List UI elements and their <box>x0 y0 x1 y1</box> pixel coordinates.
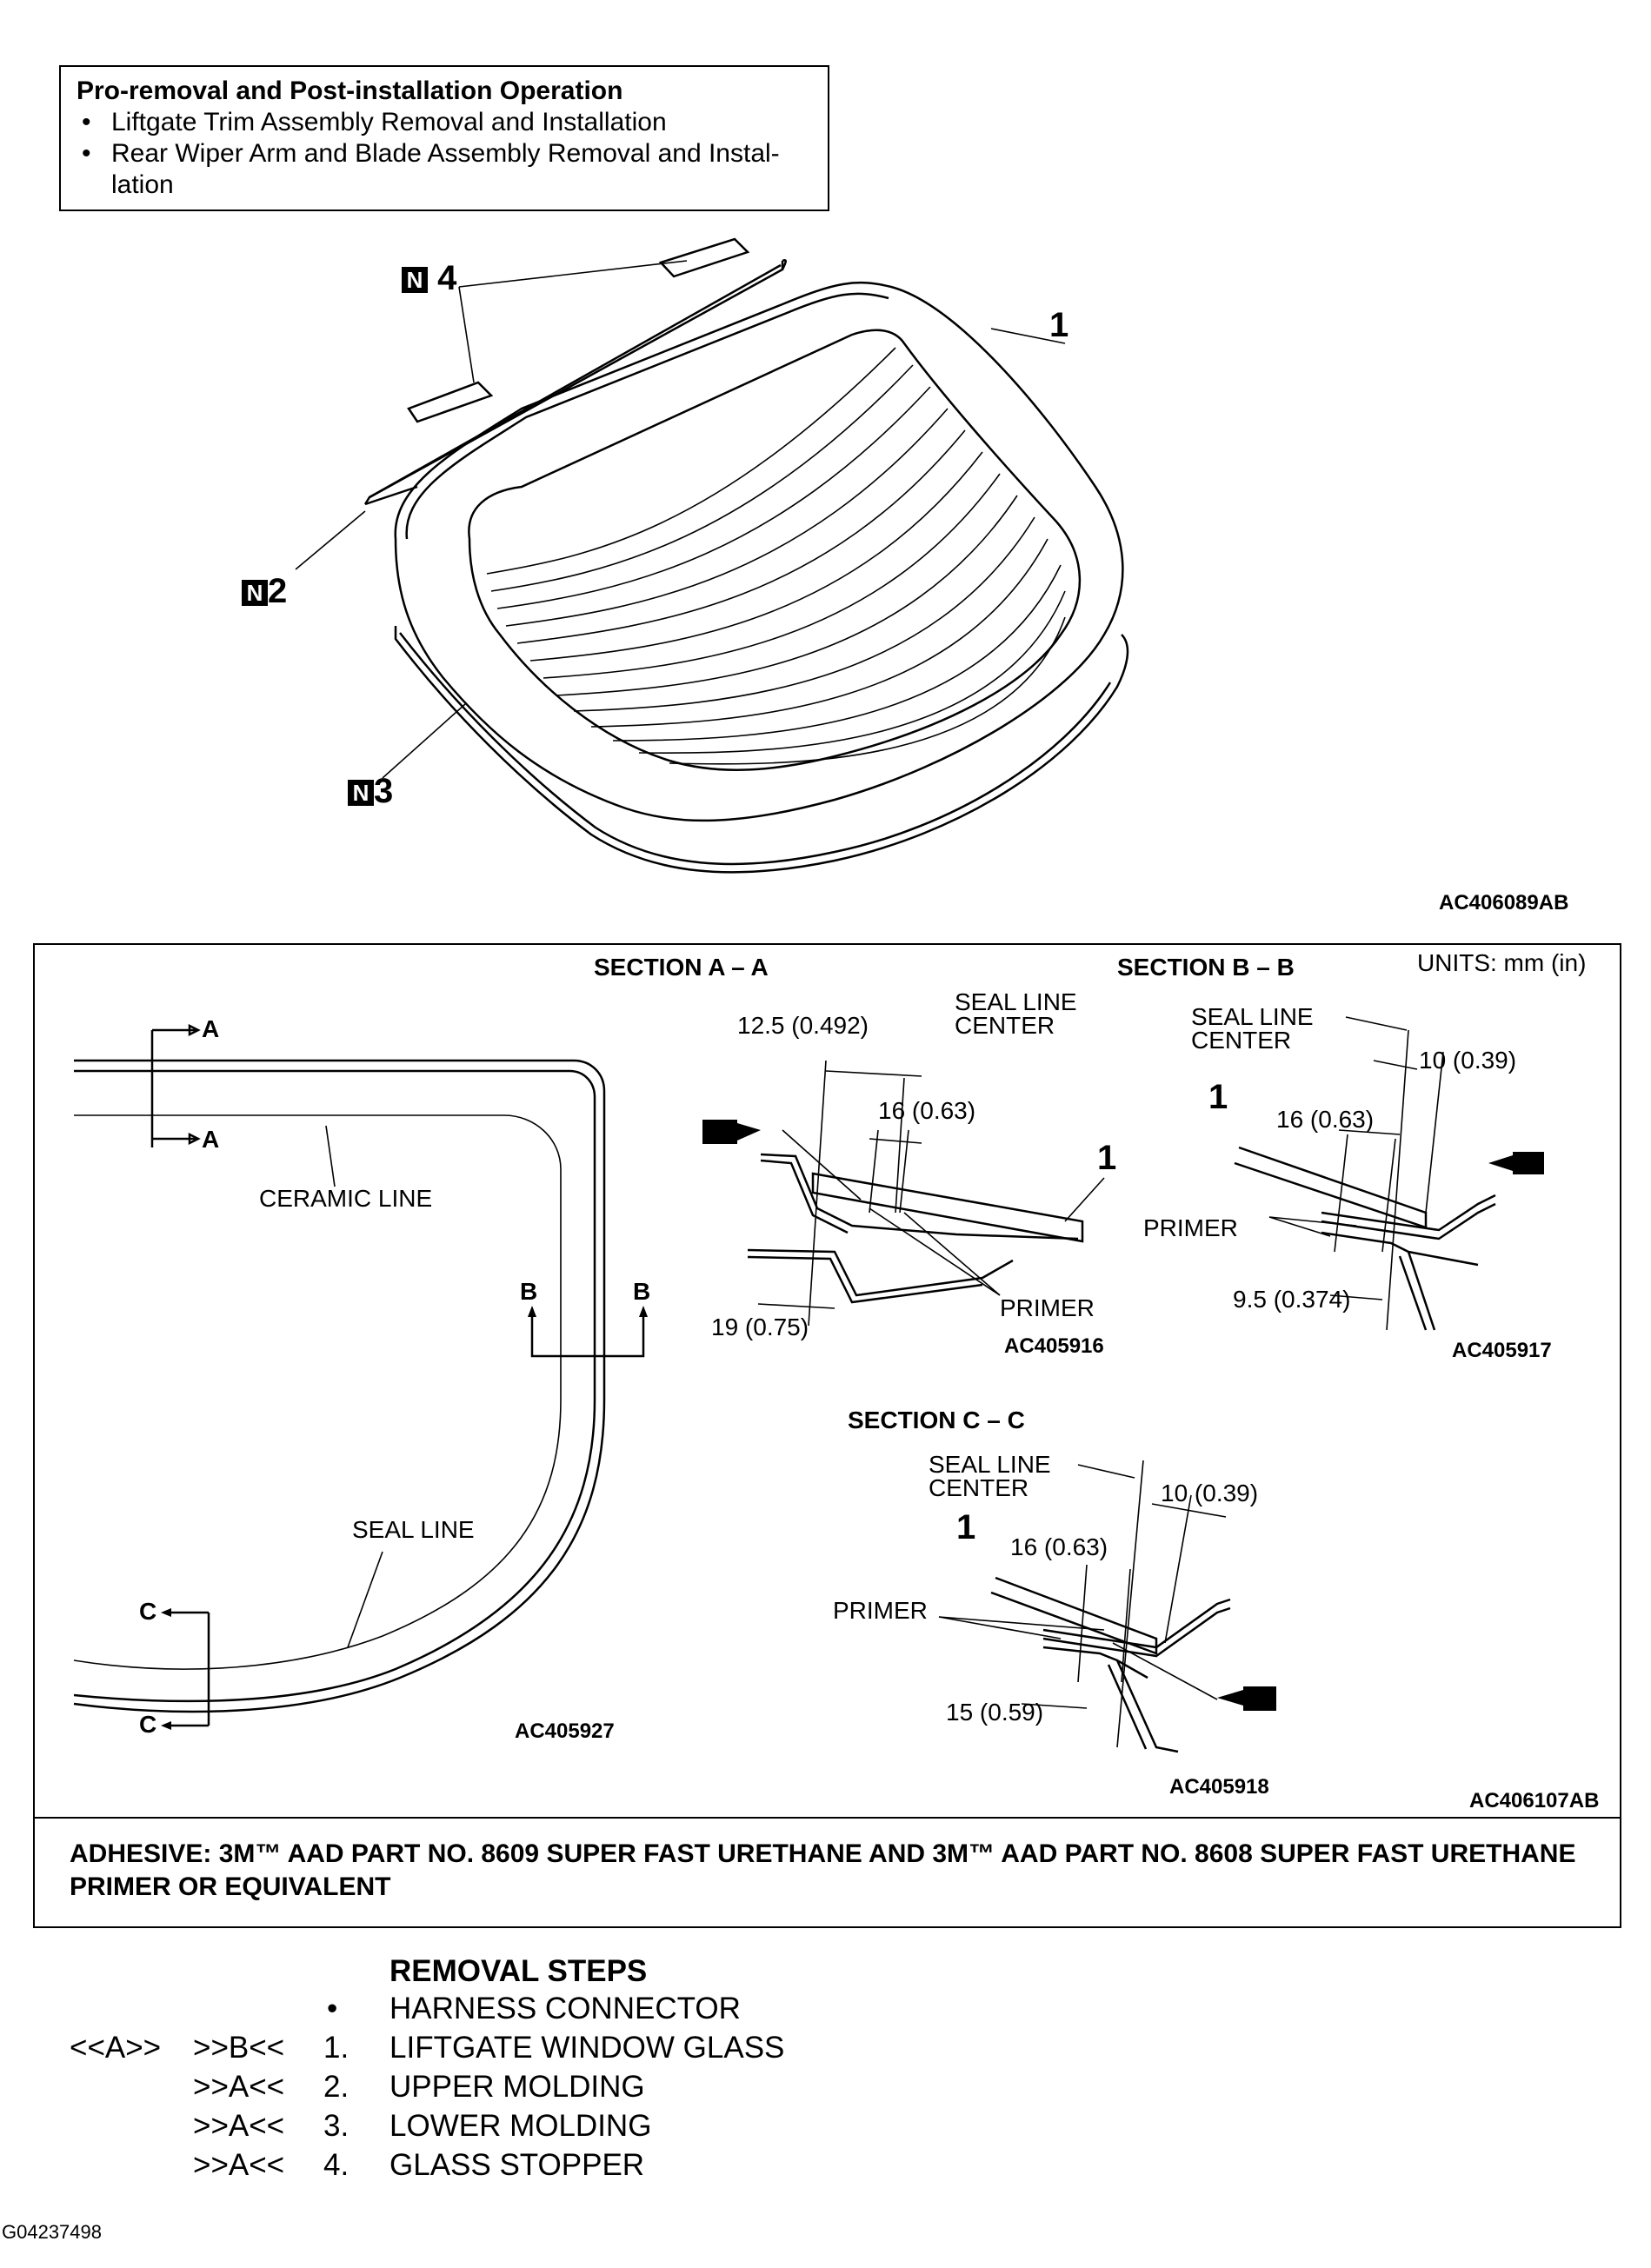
section-aa-drawing <box>702 1060 1105 1327</box>
callout-stopper: N 4 <box>402 259 456 298</box>
section-cc-dim-10: 10 (0.39) <box>1161 1480 1259 1506</box>
section-aa-dim-12-5: 12.5 (0.492) <box>737 1012 869 1039</box>
section-frame <box>33 943 1621 1928</box>
info-item-liftgate-trim: •Liftgate Trim Assembly Removal and Inst… <box>82 108 667 136</box>
section-bb-dim-16: 16 (0.63) <box>1276 1106 1375 1133</box>
section-bb-title: SECTION B – B <box>1117 954 1295 981</box>
section-aa-seal-center: CENTER <box>955 1012 1055 1039</box>
ceramic-line-label: CERAMIC LINE <box>259 1185 433 1212</box>
footer-code: G04237498 <box>2 2221 102 2243</box>
callout-glass: 1 <box>1049 306 1069 344</box>
marker-a-bottom: A <box>202 1126 220 1153</box>
marker-c-bottom: C <box>139 1711 157 1738</box>
liftgate-glass-drawing <box>295 237 1129 874</box>
section-cc-dim-15: 15 (0.59) <box>946 1699 1044 1726</box>
section-bb-part-1: 1 <box>1208 1078 1228 1116</box>
section-cc-primer: PRIMER <box>833 1597 928 1624</box>
overview-code: AC405927 <box>515 1719 615 1743</box>
section-cc-part-1: 1 <box>956 1508 976 1546</box>
section-bb-dim-9-5: 9.5 (0.374) <box>1233 1286 1351 1313</box>
marker-c-top: C <box>139 1598 157 1625</box>
section-bb-primer: PRIMER <box>1143 1214 1238 1241</box>
section-aa-dim-19: 19 (0.75) <box>711 1314 809 1340</box>
adhesive-note: ADHESIVE: 3M™ AAD PART NO. 8609 SUPER FA… <box>70 1839 1576 1901</box>
marker-b-left: B <box>520 1278 538 1305</box>
section-cc-title: SECTION C – C <box>848 1407 1025 1433</box>
section-cc-seal-center: CENTER <box>929 1474 1029 1501</box>
section-aa-primer: PRIMER <box>1000 1294 1095 1321</box>
info-box-title: Pro-removal and Post-installation Operat… <box>77 76 623 105</box>
figure-code-top: AC406089AB <box>1439 891 1569 915</box>
section-aa-code: AC405916 <box>1004 1334 1104 1358</box>
section-bb-code: AC405917 <box>1452 1339 1552 1362</box>
section-cc-seal-line: SEAL LINE <box>929 1451 1051 1478</box>
removal-steps-list: • HARNESS CONNECTOR <<A>> >>B<< 1. LIFTG… <box>70 1992 785 2182</box>
section-bb-seal-line: SEAL LINE <box>1191 1003 1314 1030</box>
units-label: UNITS: mm (in) <box>1417 949 1587 976</box>
removal-steps-title: REMOVAL STEPS <box>389 1954 648 1988</box>
pre-removal-info-box: Pro-removal and Post-installation Operat… <box>59 65 829 211</box>
section-aa-part-1: 1 <box>1097 1139 1117 1177</box>
section-cc-drawing <box>938 1460 1276 1753</box>
marker-b-right: B <box>633 1278 651 1305</box>
info-item-rear-wiper: •Rear Wiper Arm and Blade Assembly Remov… <box>82 139 780 168</box>
section-bb-drawing <box>1234 1016 1544 1331</box>
section-cc-code: AC405918 <box>1169 1775 1269 1799</box>
seal-line-overview-drawing <box>73 1023 648 1730</box>
section-aa-seal-line: SEAL LINE <box>955 988 1077 1015</box>
section-aa-dim-16: 16 (0.63) <box>878 1097 976 1124</box>
seal-line-label: SEAL LINE <box>352 1516 475 1543</box>
info-item-rear-wiper-cont: lation <box>111 170 174 199</box>
section-bb-seal-center: CENTER <box>1191 1027 1292 1054</box>
section-cc-dim-16: 16 (0.63) <box>1010 1533 1108 1560</box>
section-frame-code: AC406107AB <box>1469 1789 1600 1812</box>
frame-divider <box>33 1817 1621 1819</box>
marker-a-top: A <box>202 1015 220 1042</box>
section-bb-dim-10: 10 (0.39) <box>1419 1047 1517 1074</box>
section-aa-title: SECTION A – A <box>594 954 769 981</box>
